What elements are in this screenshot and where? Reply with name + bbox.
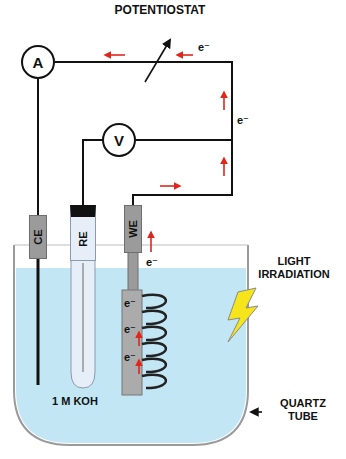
circuit-wire (55, 62, 232, 205)
nanotube-coil (142, 295, 166, 388)
circuit-wire (37, 79, 39, 215)
electrode-label: RE (78, 231, 89, 246)
meter-letter: V (114, 133, 124, 148)
electron-label: e⁻ (237, 114, 249, 127)
electrode-label: WE (128, 220, 139, 238)
electron-label: e⁻ (124, 297, 136, 310)
reference-tube (71, 261, 95, 388)
photoanode-plate (122, 290, 142, 395)
counter-electrode: CE (29, 215, 47, 259)
working-electrode: WE (124, 205, 142, 253)
voltmeter-circle: V (102, 123, 136, 157)
electron-label: e⁻ (146, 256, 158, 269)
counter-rod (37, 259, 40, 385)
electrolyte-label: 1 M KOH (52, 395, 98, 408)
electron-label: e⁻ (124, 323, 136, 336)
electrode-label: CE (33, 229, 44, 244)
electrolyte (16, 268, 246, 443)
reference-electrode: RE (70, 205, 96, 261)
meter-letter: A (33, 55, 44, 70)
electron-label: e⁻ (124, 351, 136, 364)
working-rod (128, 252, 138, 292)
leader-arrow (251, 411, 262, 413)
ammeter-circle: A (21, 45, 55, 79)
electron-flow-arrows (105, 55, 224, 374)
electron-label: e⁻ (198, 41, 210, 54)
circuit-wire (83, 140, 102, 205)
beaker-label: QUARTZ TUBE (264, 397, 342, 423)
instrument-title: POTENTIOSTAT (90, 3, 230, 17)
reference-wire (83, 263, 84, 372)
light-label: LIGHT IRRADIATION (246, 255, 342, 281)
quartz-beaker (14, 245, 248, 445)
light-bolt (228, 288, 258, 342)
